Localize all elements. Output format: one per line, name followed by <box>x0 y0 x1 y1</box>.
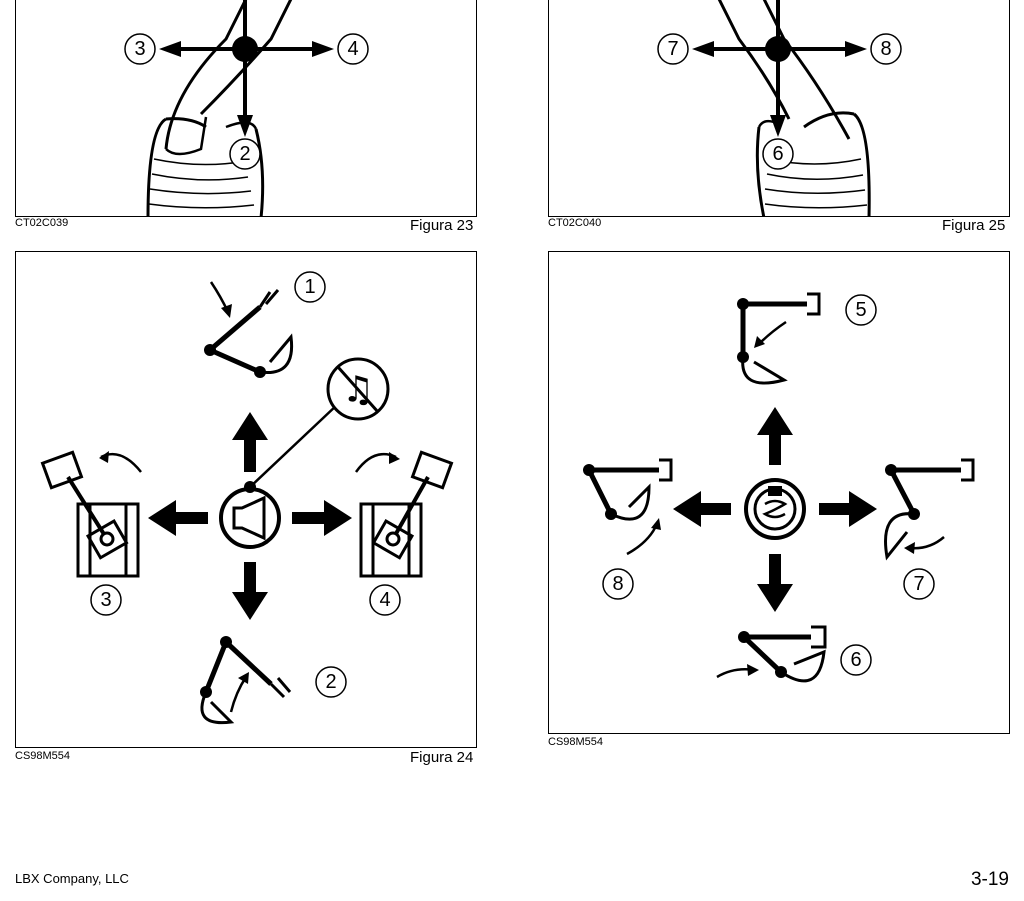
footer-company: LBX Company, LLC <box>15 871 129 886</box>
right-pattern-illustration <box>583 292 975 683</box>
label-7: 7 <box>667 38 678 60</box>
label-1: 1 <box>304 276 315 298</box>
figure-25-caption: Figura 25 <box>942 217 1006 234</box>
figure-25-labels: 7 8 6 <box>657 33 902 170</box>
label-8: 8 <box>612 573 623 595</box>
figure-23-joystick-left: 3 4 2 <box>15 0 477 217</box>
figure-23-code: CT02C039 <box>15 217 69 229</box>
figure-25-code: CT02C040 <box>548 217 602 229</box>
figure-26-labels: 5 6 7 8 <box>602 294 935 676</box>
figure-24-left-pattern-decal: ♫ <box>15 251 477 748</box>
label-6: 6 <box>850 649 861 671</box>
figure-24-labels: 1 2 3 4 <box>90 271 401 698</box>
figure-23-caption: Figura 23 <box>410 217 474 234</box>
label-4: 4 <box>347 38 358 60</box>
label-3: 3 <box>100 589 111 611</box>
figure-25-joystick-right: 7 8 6 <box>548 0 1010 217</box>
label-6: 6 <box>772 143 783 165</box>
label-2: 2 <box>325 671 336 693</box>
left-pattern-illustration: ♫ <box>40 281 454 725</box>
figure-26-code: CS98M554 <box>548 736 604 748</box>
figure-23-labels: 3 4 2 <box>124 33 369 170</box>
label-2: 2 <box>239 143 250 165</box>
joystick-right-illustration <box>692 0 871 216</box>
label-8: 8 <box>880 38 891 60</box>
page-number: 3-19 <box>970 869 1009 890</box>
joystick-left-illustration <box>146 0 334 216</box>
figure-24-code: CS98M554 <box>15 750 71 762</box>
label-3: 3 <box>134 38 145 60</box>
label-5: 5 <box>855 299 866 321</box>
figure-26-right-pattern-decal: 5 6 7 8 <box>548 251 1010 734</box>
figure-24-caption: Figura 24 <box>410 749 474 766</box>
label-7: 7 <box>913 573 924 595</box>
label-4: 4 <box>379 589 390 611</box>
